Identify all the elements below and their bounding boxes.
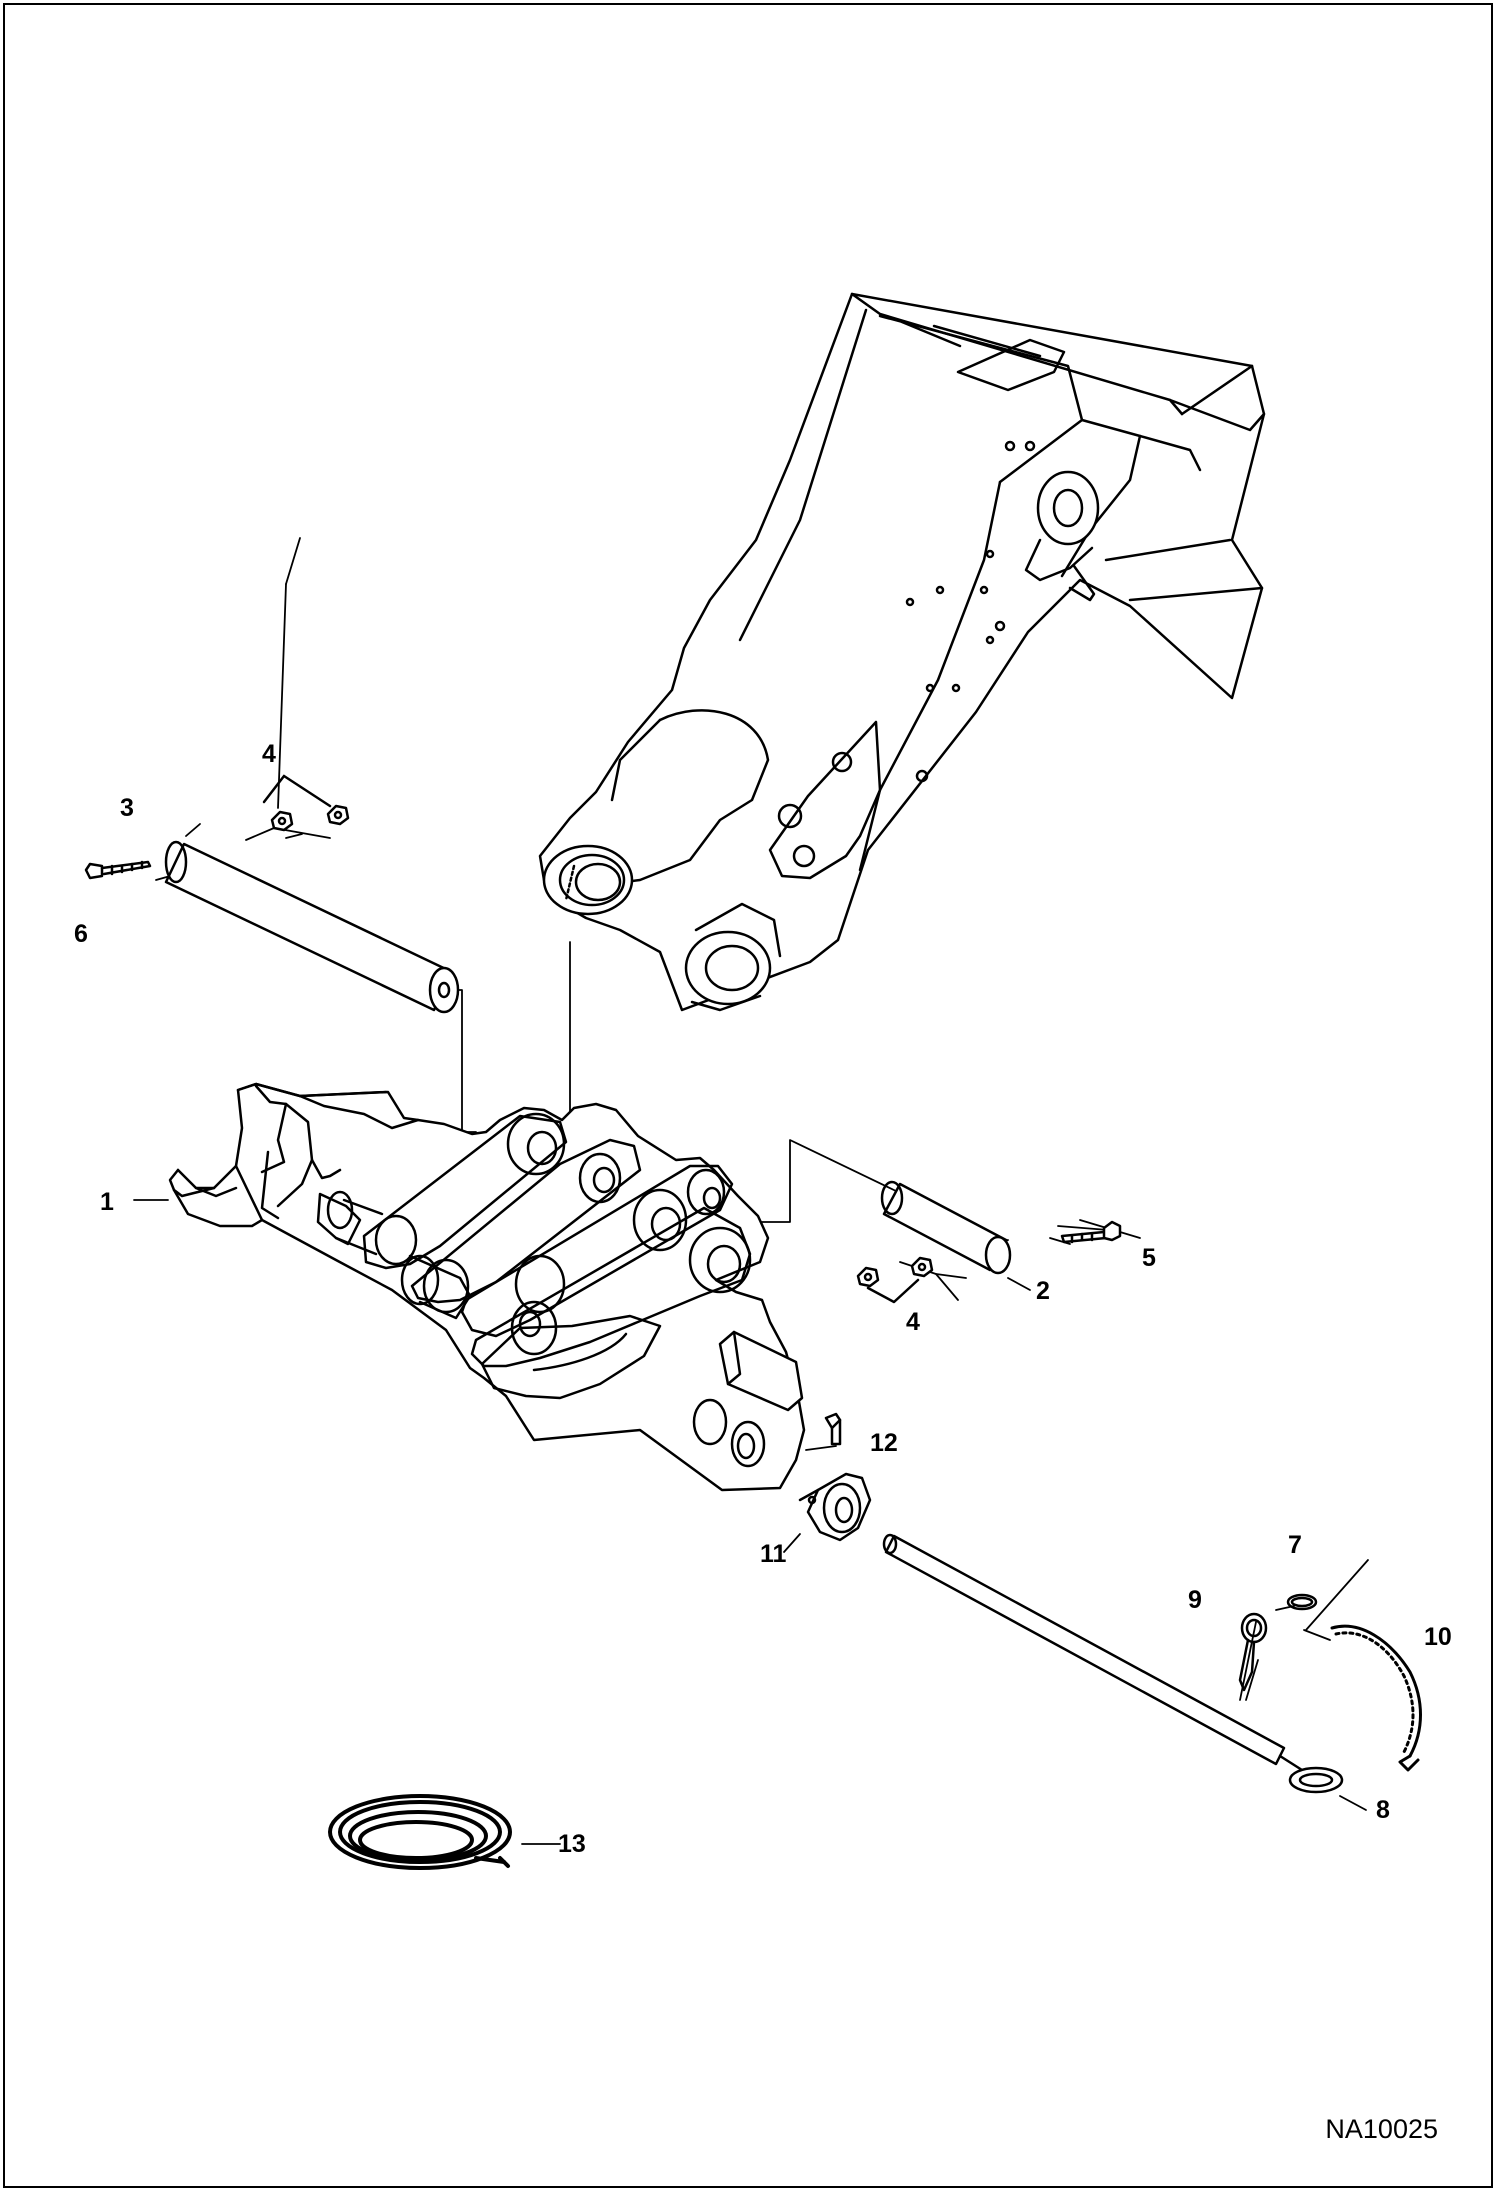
- part-5-bolt: [1060, 1220, 1122, 1244]
- callout-4-lower: 4: [906, 1308, 920, 1336]
- part-10-chain: [1330, 1624, 1422, 1772]
- part-2-pin: [880, 1180, 1012, 1275]
- part-4-nuts-upper: [262, 774, 350, 832]
- part-7-ring: [1286, 1593, 1318, 1611]
- part-13-hose-coil: [328, 1794, 512, 1870]
- part-11-bushing: [798, 1472, 872, 1542]
- callout-5: 5: [1142, 1244, 1156, 1272]
- part-6-bolt: [84, 860, 152, 880]
- part-4-nuts-lower: [856, 1256, 934, 1304]
- callout-13: 13: [558, 1830, 586, 1858]
- callout-8: 8: [1376, 1796, 1390, 1824]
- callout-7: 7: [1288, 1531, 1302, 1559]
- callout-leaders: [133, 1199, 1367, 1845]
- part-9-hairpin: [1238, 1612, 1268, 1692]
- part-12-fitting: [824, 1412, 842, 1446]
- callout-10: 10: [1424, 1623, 1452, 1651]
- callout-9: 9: [1188, 1586, 1202, 1614]
- callout-6: 6: [74, 920, 88, 948]
- callout-3: 3: [120, 794, 134, 822]
- diagram-border: [3, 3, 1493, 2188]
- part-8-rod: [882, 1533, 1344, 1794]
- callout-12: 12: [870, 1429, 898, 1457]
- boom-arm: [538, 292, 1266, 1012]
- part-3-pin: [164, 840, 460, 1014]
- part-1-link-assembly: [168, 1082, 806, 1492]
- figure-id: NA10025: [1325, 2114, 1438, 2144]
- callout-2: 2: [1036, 1277, 1050, 1305]
- callout-4-upper: 4: [262, 740, 276, 768]
- callout-11: 11: [760, 1540, 787, 1568]
- callout-1: 1: [100, 1188, 114, 1216]
